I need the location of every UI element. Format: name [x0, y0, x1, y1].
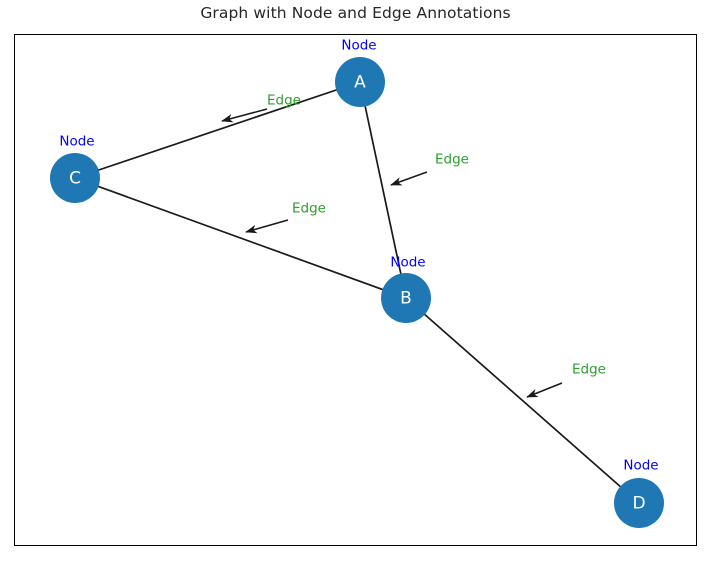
- edge-annotation-a-b: Edge: [435, 151, 469, 168]
- graph-node-a[interactable]: [335, 57, 385, 107]
- node-annotation-a: Node: [341, 37, 377, 54]
- node-annotation-b: Node: [390, 254, 426, 271]
- node-annotation-d: Node: [623, 457, 659, 474]
- edge-annotation-b-d: Edge: [572, 361, 606, 378]
- graph-node-d[interactable]: [614, 478, 664, 528]
- node-annotation-c: Node: [59, 133, 95, 150]
- graph-node-b[interactable]: [381, 273, 431, 323]
- graph-node-c[interactable]: [50, 153, 100, 203]
- plot-frame: [14, 34, 697, 546]
- edge-annotation-a-c: Edge: [267, 92, 301, 109]
- edge-annotation-c-b: Edge: [292, 200, 326, 217]
- page-title: Graph with Node and Edge Annotations: [200, 4, 511, 22]
